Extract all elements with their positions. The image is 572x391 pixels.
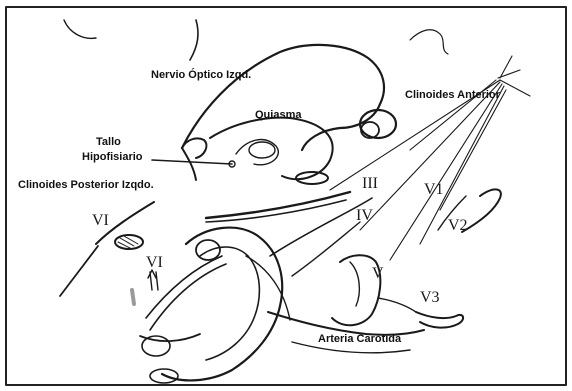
siphon-lower-oval: [142, 336, 170, 356]
top-right-vessel: [410, 30, 448, 54]
siphon-right-wall: [246, 256, 290, 320]
label-quiasma: Quiasma: [255, 110, 301, 121]
label-tallo: Tallo: [96, 137, 121, 148]
nerve-VI-left-oval: [115, 235, 143, 249]
siphon-oval: [196, 240, 220, 260]
label-nerve-III: III: [362, 176, 378, 192]
siphon-tube: [150, 264, 226, 330]
optic-tract: [190, 20, 198, 60]
label-hipofisiario: Hipofisiario: [82, 152, 143, 163]
dural-rays: [330, 56, 530, 260]
image-border: [6, 7, 566, 385]
label-nerve-VI-lower: VI: [146, 255, 163, 271]
label-nerve-IV: IV: [356, 208, 373, 224]
label-nervio-optico: Nervio Óptico Izqd.: [151, 70, 251, 81]
nerve-V3-line: [378, 298, 416, 312]
petroclinoid-band-lower: [206, 200, 346, 222]
stalk-pointer: [152, 160, 232, 164]
label-nerve-VI-left: VI: [92, 213, 109, 229]
nerve-V3-hook: [416, 312, 463, 328]
posterior-clinoid-line: [182, 148, 196, 180]
nerve-VI-left-hatch: [118, 236, 138, 248]
label-arteria-carotida: Arteria Carótida: [318, 334, 401, 345]
chiasm-oval: [296, 172, 328, 184]
trigeminal-ganglion-inner: [350, 262, 359, 306]
optic-nerve-shape: [182, 45, 384, 150]
nerve-IV-line: [292, 222, 360, 276]
label-nerve-V3: V3: [420, 290, 440, 306]
carotid-siphon-outer: [162, 228, 282, 381]
label-nerve-V: V: [372, 266, 384, 282]
top-left-curve: [64, 20, 96, 38]
label-nerve-V2: V2: [448, 218, 468, 234]
chiasm-shape: [210, 118, 333, 179]
nerve-VI-lower-arrows: [148, 270, 158, 290]
carotid-siphon-inner: [200, 247, 259, 360]
label-clinoides-posterior: Clinoides Posterior Izqdo.: [18, 180, 154, 191]
chiasm-inner: [236, 140, 278, 165]
nerve-VI-left-stem: [60, 246, 98, 296]
label-nerve-V1: V1: [424, 182, 444, 198]
nerve-VI-lower-shadow: [132, 290, 134, 304]
carotid-artery: [268, 312, 424, 335]
nerve-V2-loop: [462, 189, 501, 232]
chiasm-ring: [249, 142, 275, 158]
label-clinoides-anterior: Clinoides Anterior: [405, 90, 500, 101]
